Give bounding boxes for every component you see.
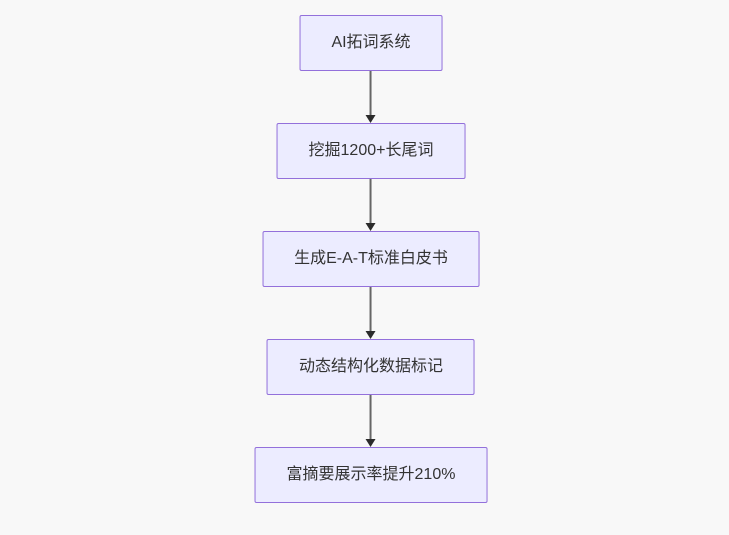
arrow-down-icon <box>365 287 377 339</box>
arrow-shaft <box>370 395 372 439</box>
flowchart-node-4: 动态结构化数据标记 <box>266 339 475 395</box>
flowchart-node-3: 生成E-A-T标准白皮书 <box>262 231 480 287</box>
node-label: 挖掘1200+长尾词 <box>308 142 434 159</box>
flowchart-node-2: 挖掘1200+长尾词 <box>276 123 466 179</box>
arrow-shaft <box>370 179 372 223</box>
flowchart-node-5: 富摘要展示率提升210% <box>254 447 488 503</box>
arrow-down-icon <box>365 179 377 231</box>
arrow-shaft <box>370 71 372 115</box>
flowchart-node-1: AI拓词系统 <box>299 15 443 71</box>
arrow-head <box>366 223 376 231</box>
arrow-head <box>366 115 376 123</box>
flowchart: AI拓词系统 挖掘1200+长尾词 生成E-A-T标准白皮书 动态结构化数据标记… <box>254 15 488 503</box>
arrow-head <box>366 331 376 339</box>
node-label: AI拓词系统 <box>331 34 411 51</box>
arrow-down-icon <box>365 71 377 123</box>
arrow-head <box>366 439 376 447</box>
node-label: 生成E-A-T标准白皮书 <box>294 250 448 267</box>
arrow-shaft <box>370 287 372 331</box>
node-label: 动态结构化数据标记 <box>298 358 443 375</box>
node-label: 富摘要展示率提升210% <box>286 466 456 483</box>
arrow-down-icon <box>365 395 377 447</box>
